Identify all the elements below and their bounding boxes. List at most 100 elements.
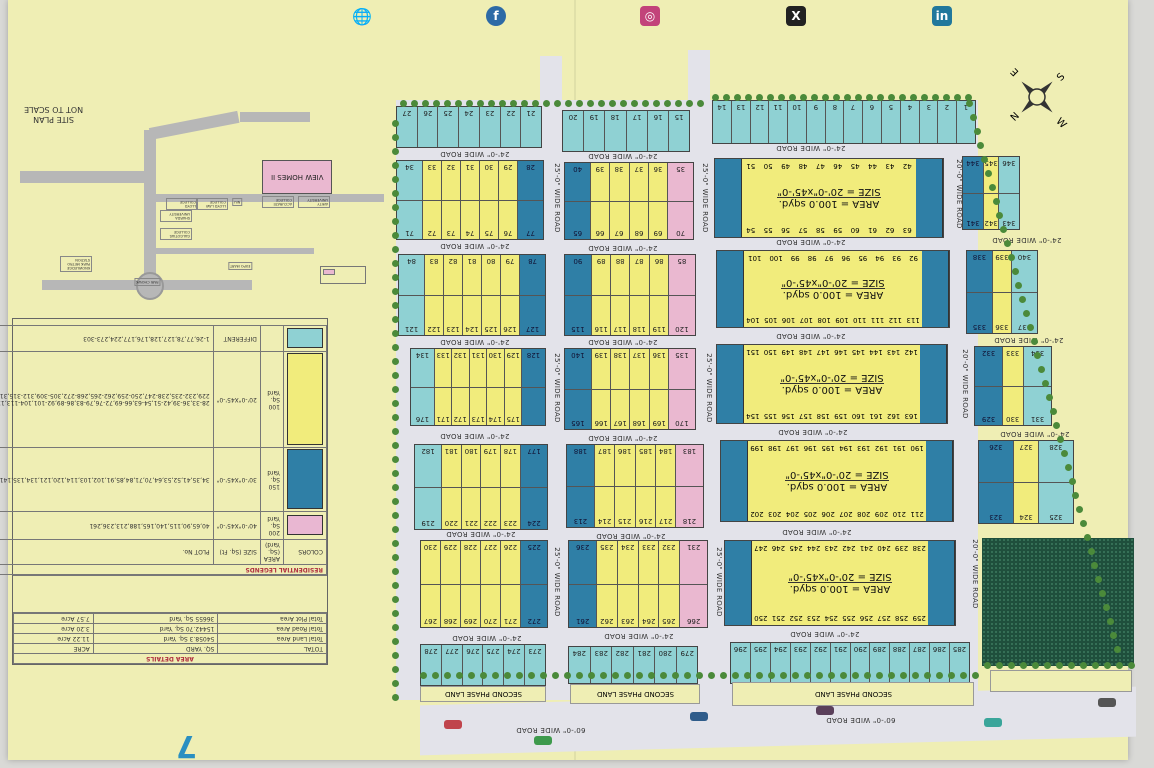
plot-cell[interactable]: 295	[750, 643, 771, 683]
plot-cell[interactable]: 12	[750, 101, 770, 143]
plot-cell[interactable]: 1	[957, 101, 975, 143]
corner-plot[interactable]	[715, 159, 742, 237]
plot-cell[interactable]: 279	[676, 647, 697, 683]
plot-cell[interactable]: 5	[882, 101, 901, 143]
plot-cell[interactable]: 289	[870, 643, 891, 683]
instagram-icon[interactable]: ◎	[640, 6, 660, 26]
plot-cell[interactable]: 22	[500, 107, 522, 147]
plot-cell[interactable]: 16	[647, 111, 669, 151]
corner-plot[interactable]	[926, 441, 953, 521]
corner-plot[interactable]	[922, 251, 949, 327]
plot-cell[interactable]: 19	[584, 111, 606, 151]
x-icon[interactable]: X	[786, 6, 806, 26]
plot-cell[interactable]: 292	[810, 643, 831, 683]
plot-cell[interactable]: 6	[863, 101, 883, 143]
linkedin-icon[interactable]: in	[932, 6, 952, 26]
plot-cell[interactable]: 24	[459, 107, 480, 147]
plot-cell[interactable]: 277	[441, 645, 463, 685]
plot-cell[interactable]: 273	[525, 645, 545, 685]
corner-plot[interactable]	[920, 345, 947, 423]
plot-cell[interactable]: 17	[626, 111, 648, 151]
plot-cell[interactable]: 13	[731, 101, 751, 143]
plot-cell[interactable]: 284	[569, 647, 591, 683]
plot-cell[interactable]: 23	[479, 107, 501, 147]
corner-plot[interactable]	[916, 159, 943, 237]
plot-cell[interactable]: 26	[417, 107, 439, 147]
plot-cell[interactable]: 21	[521, 107, 542, 147]
plot-cell[interactable]: 286	[930, 643, 951, 683]
plot-cell[interactable]: 3	[919, 101, 939, 143]
plot-cell[interactable]: 18	[605, 111, 627, 151]
plot-cell[interactable]: 276	[462, 645, 484, 685]
plot-cell[interactable]: 27	[397, 107, 418, 147]
globe-icon[interactable]: 🌐	[352, 6, 372, 26]
plot-cell[interactable]: 20	[563, 111, 585, 151]
plot-cell[interactable]: 14	[713, 101, 732, 143]
corner-plot[interactable]	[725, 541, 752, 625]
corner-plot[interactable]	[717, 345, 744, 423]
plot-cell[interactable]: 10	[788, 101, 807, 143]
plot-cell[interactable]: 4	[900, 101, 920, 143]
plot-cell[interactable]: 274	[504, 645, 526, 685]
plot-cell[interactable]: 15	[668, 111, 690, 151]
plot-cell[interactable]: 275	[483, 645, 505, 685]
